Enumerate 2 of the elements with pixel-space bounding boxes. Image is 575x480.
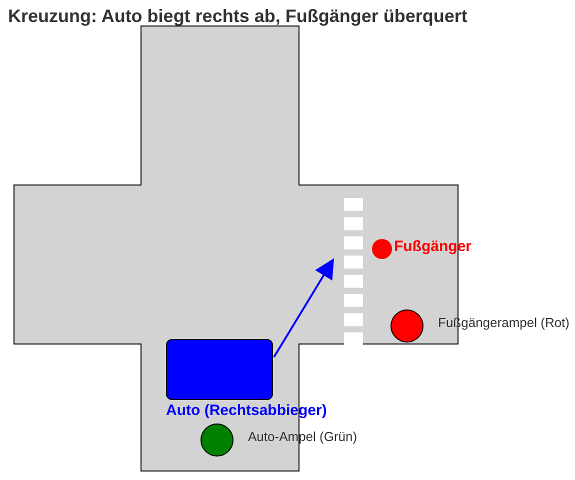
arrow <box>273 258 334 358</box>
title: Kreuzung: Auto biegt rechts ab, Fußgänger überquert <box>8 6 468 27</box>
